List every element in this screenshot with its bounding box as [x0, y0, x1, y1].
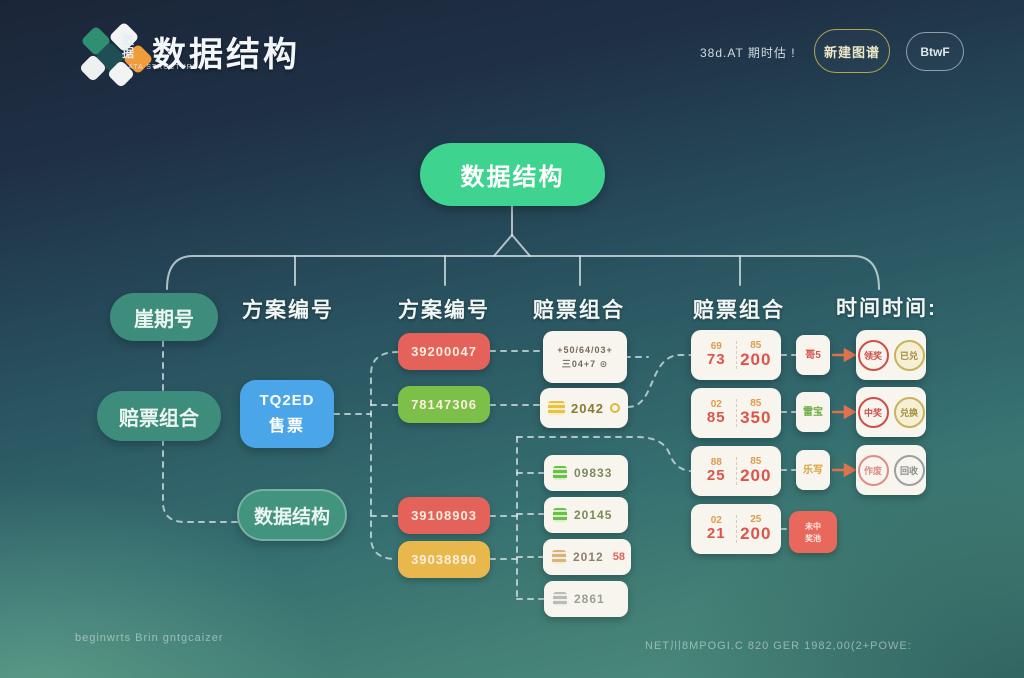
plan-pill[interactable]: 39108903 [398, 497, 490, 534]
ticket-right-half: 85 200 [735, 339, 776, 370]
secondary-button[interactable]: BtwF [906, 32, 964, 71]
alert-node[interactable]: 未中 奖池 [789, 511, 837, 553]
green-grid-icon [553, 466, 567, 480]
combo-note-card[interactable]: +50/64/03+ 三04+7 ⊙ [543, 331, 627, 383]
ticket-value: 25 [706, 467, 726, 485]
ticket-right-half: 85 200 [735, 455, 776, 486]
tq2ed-line1: TQ2ED [259, 392, 315, 409]
ticket-value: 25 [750, 513, 762, 525]
column-label-combo-b: 赔票组合 [693, 299, 785, 322]
footer-caption-right: NET川8MPOGI.C 820 GER 1982,00(2+POWE: [645, 640, 912, 652]
ticket-value: 69 [710, 340, 722, 352]
yellow-seal-icon: 已兑 [893, 339, 925, 371]
root-node[interactable]: 数据结构 [420, 143, 605, 206]
ticket-left-half: 02 21 [697, 514, 736, 543]
stamp-card[interactable]: 中奖 兑换 [856, 387, 926, 437]
combo-list-card[interactable]: 09833 [544, 455, 628, 491]
note-line-2: 三04+7 ⊙ [561, 358, 609, 369]
green-grid-icon [553, 508, 567, 522]
red-seal-icon: 领奖 [857, 339, 889, 371]
alert-line-1: 未中 [805, 521, 821, 531]
header-meta-text: 38d.AT 期时估 ! [700, 46, 796, 60]
ticket-right-half: 85 350 [735, 397, 776, 428]
page-title: 数据结构 [152, 36, 300, 74]
ticket-value: 02 [710, 398, 722, 410]
tq2ed-line2: 售票 [268, 418, 305, 435]
list-card-number: 20145 [574, 508, 613, 522]
red-seal-icon: 中奖 [857, 396, 889, 428]
footer-caption-left: beginwrts Brin gntgcaizer [75, 632, 224, 644]
list-card-number: 09833 [574, 466, 613, 480]
ticket-value: 350 [740, 408, 772, 428]
ticket-value: 88 [710, 456, 722, 468]
seal-chip[interactable]: 哥5 [796, 335, 830, 375]
list-card-number: 2012 [573, 550, 604, 564]
ticket-value: 02 [710, 514, 722, 526]
yellow-circle-icon [609, 403, 620, 413]
tq2ed-node[interactable]: TQ2ED 售票 [240, 380, 334, 448]
ticket-value: 85 [750, 455, 762, 467]
ticket-left-half: 88 25 [697, 456, 736, 485]
page-subtitle: DATA STRUCTURE [122, 64, 199, 71]
list-card-badge: 58 [612, 551, 625, 563]
combo-list-card[interactable]: 2012 58 [543, 539, 631, 575]
gray-grid-icon [553, 592, 567, 606]
new-chart-button[interactable]: 新建图谱 [814, 29, 890, 73]
ticket-right-half: 25 200 [735, 513, 776, 544]
ticket-value: 85 [750, 397, 762, 409]
stamp-card[interactable]: 作废 回收 [856, 445, 926, 495]
seal-chip[interactable]: 乐写 [796, 450, 830, 490]
ticket-value: 200 [740, 466, 772, 486]
ticket-value: 73 [706, 351, 726, 369]
ticket-left-half: 69 73 [697, 340, 736, 369]
alert-line-2: 奖池 [805, 533, 821, 543]
gray-seal-icon: 回收 [893, 454, 925, 486]
plan-pill[interactable]: 39200047 [398, 333, 490, 370]
lottery-ticket-card[interactable]: 02 21 25 200 [691, 504, 781, 554]
column-label-combo-a: 赔票组合 [533, 299, 625, 322]
ticket-value: 85 [706, 409, 726, 427]
note-line-1: +50/64/03+ [557, 344, 613, 355]
plan-pill[interactable]: 39038890 [398, 541, 490, 578]
lottery-ticket-card[interactable]: 88 25 85 200 [691, 446, 781, 496]
yellow-ticket-icon [548, 401, 566, 415]
column-label-plan-a: 方案编号 [242, 299, 334, 322]
combo-ticket-card[interactable]: 2042 [540, 388, 628, 428]
stamp-card[interactable]: 领奖 已兑 [856, 330, 926, 380]
ticket-value: 21 [706, 525, 726, 543]
pink-seal-icon: 作废 [857, 454, 889, 486]
yellow-seal-icon: 兑换 [893, 396, 925, 428]
tan-grid-icon [552, 550, 566, 564]
plan-pill[interactable]: 78147306 [398, 386, 490, 423]
brand-prefix-top: 数 [122, 33, 135, 47]
ticket-card-number: 2042 [571, 400, 604, 416]
column-label-time: 时间时间: [836, 297, 937, 320]
structure-node[interactable]: 数据结构 [237, 489, 347, 541]
lottery-ticket-card[interactable]: 69 73 85 200 [691, 330, 781, 380]
period-node[interactable]: 崖期号 [110, 293, 218, 341]
list-card-number: 2861 [574, 592, 605, 606]
orange-arrow-icons [832, 347, 857, 478]
combo-list-card[interactable]: 2861 [544, 581, 628, 617]
ticket-value: 200 [740, 350, 772, 370]
brand-prefix-bottom: 据 [122, 45, 135, 60]
combo-node[interactable]: 赔票组合 [97, 391, 221, 441]
ticket-value: 85 [750, 339, 762, 351]
ticket-left-half: 02 85 [697, 398, 736, 427]
column-label-plan-b: 方案编号 [398, 299, 490, 322]
ticket-value: 200 [740, 524, 772, 544]
lottery-ticket-card[interactable]: 02 85 85 350 [691, 388, 781, 438]
brand-prefix: 数 据 [122, 34, 134, 59]
seal-chip[interactable]: 雷宝 [796, 392, 830, 432]
combo-list-card[interactable]: 20145 [544, 497, 628, 533]
